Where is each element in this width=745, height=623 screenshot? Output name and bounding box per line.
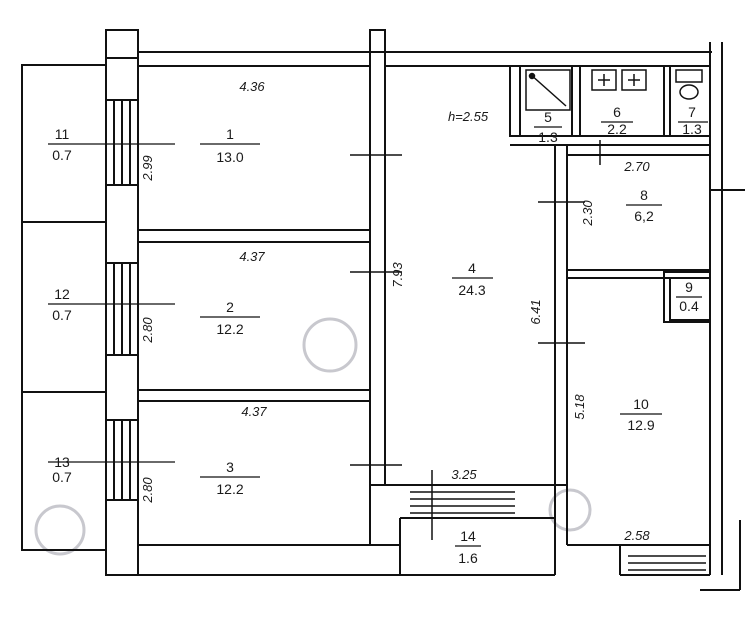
dim-room10-depth: 5.18 bbox=[572, 394, 587, 420]
door-marks bbox=[350, 140, 601, 466]
room-11-area: 0.7 bbox=[52, 147, 72, 163]
room-5-number: 5 bbox=[544, 109, 552, 125]
room-14-number: 14 bbox=[460, 528, 476, 544]
ceiling-height-label: h=2.55 bbox=[448, 109, 489, 124]
room-4-area: 24.3 bbox=[458, 282, 485, 298]
dim-room4-width: 3.25 bbox=[451, 467, 477, 482]
room-1-area: 13.0 bbox=[216, 149, 243, 165]
room-6-number: 6 bbox=[613, 104, 621, 120]
dim-room2-width: 4.37 bbox=[239, 249, 265, 264]
dimension-labels: 4.36 2.99 4.37 2.80 4.37 2.80 7.93 6.41 … bbox=[140, 79, 650, 543]
room-6-area: 2.2 bbox=[607, 121, 627, 137]
room-3-area: 12.2 bbox=[216, 481, 243, 497]
room-3-number: 3 bbox=[226, 459, 234, 475]
dim-room3-depth: 2.80 bbox=[140, 477, 155, 504]
central-partition bbox=[369, 29, 386, 486]
room-8-area: 6,2 bbox=[634, 208, 654, 224]
dim-room1-depth: 2.99 bbox=[140, 155, 155, 181]
room-12-area: 0.7 bbox=[52, 307, 72, 323]
dim-room8-depth: 2.30 bbox=[580, 200, 595, 227]
sink-icon bbox=[591, 69, 647, 91]
room-1-number: 1 bbox=[226, 126, 234, 142]
dim-room8-width: 2.70 bbox=[623, 159, 650, 174]
dim-room3-width: 4.37 bbox=[241, 404, 267, 419]
room-8-number: 8 bbox=[640, 187, 648, 203]
hall-right-wall bbox=[554, 144, 568, 486]
room-labels: 11 0.7 12 0.7 13 0.7 1 13.0 2 12.2 3 12.… bbox=[52, 104, 702, 566]
dim-room1-width: 4.36 bbox=[239, 79, 265, 94]
toilet-icon bbox=[675, 69, 703, 100]
room-7-area: 1.3 bbox=[682, 121, 702, 137]
dim-room10-width: 2.58 bbox=[623, 528, 650, 543]
room-11-number: 11 bbox=[55, 126, 70, 142]
room-9-area: 0.4 bbox=[679, 298, 699, 314]
room-4-number: 4 bbox=[468, 260, 476, 276]
room-13-area: 0.7 bbox=[52, 469, 72, 485]
watermark-logo-icon bbox=[34, 317, 592, 556]
room-5-area: 1.3 bbox=[538, 129, 558, 145]
entrance-stairs-icon bbox=[410, 470, 706, 571]
dim-room2-depth: 2.80 bbox=[140, 317, 155, 344]
room-14-area: 1.6 bbox=[458, 550, 478, 566]
leader-lines bbox=[48, 121, 708, 547]
walls bbox=[21, 29, 745, 591]
dim-room4-depth-a: 7.93 bbox=[390, 262, 405, 288]
room-9-number: 9 bbox=[685, 279, 693, 295]
dim-room4-depth-b: 6.41 bbox=[528, 299, 543, 324]
room-2-number: 2 bbox=[226, 299, 234, 315]
room-13-number: 13 bbox=[54, 454, 70, 470]
room-12-number: 12 bbox=[54, 286, 70, 302]
room-7-number: 7 bbox=[688, 104, 696, 120]
bathtub-icon bbox=[525, 69, 571, 111]
room-10-number: 10 bbox=[633, 396, 649, 412]
room-10-area: 12.9 bbox=[627, 417, 654, 433]
room-2-area: 12.2 bbox=[216, 321, 243, 337]
